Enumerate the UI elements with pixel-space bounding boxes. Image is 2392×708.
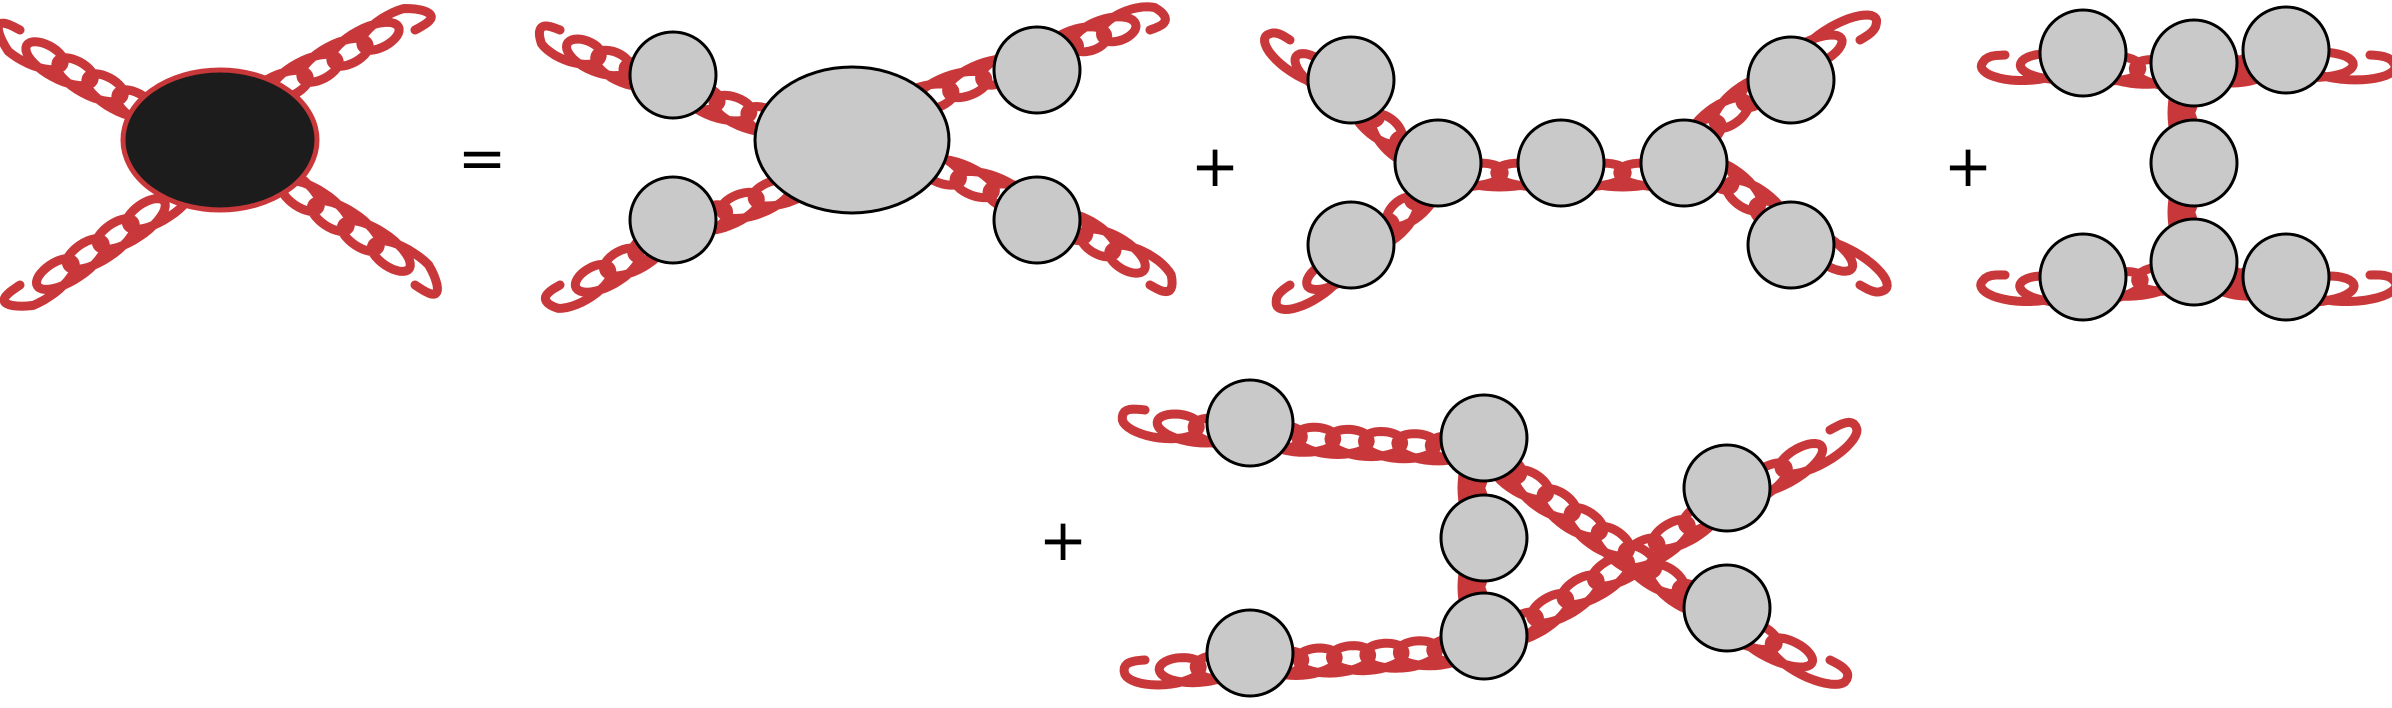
t1-propagator-br (992, 175, 1082, 265)
gluon-lines (0, 2, 2392, 690)
t4-propagator-tr (1682, 443, 1772, 533)
lhs-gluon-bottom-right (244, 159, 442, 299)
t3-vertex-top (2149, 18, 2239, 108)
t1-propagator-tl (628, 30, 718, 120)
t1-gluon-ext-bl (540, 208, 700, 313)
equals-sign: = (458, 124, 507, 192)
t4-gluon-cross-a (1460, 423, 1747, 628)
t1-propagator-tr (992, 25, 1082, 115)
t2-gluon-c (1656, 51, 1809, 177)
t3-propagator-tl (2038, 8, 2128, 98)
t1-gluon-int-tr (877, 41, 1060, 130)
t2-propagator-tl (1306, 35, 1396, 125)
t1-gluon-int-bl (651, 160, 828, 248)
plus-sign-3: + (1039, 506, 1088, 574)
t2-vertex-left (1393, 118, 1483, 208)
t1-gluon-int-br (882, 141, 1065, 230)
t1-gluon-int-tl (646, 66, 822, 148)
t2-gluon-d (1666, 134, 1819, 259)
t4-vertex-top (1439, 393, 1529, 483)
plus-sign-1: + (1191, 132, 1240, 200)
full-vertex-blob (120, 67, 320, 213)
t4-propagator-br (1682, 563, 1772, 653)
t2-vertex-right (1639, 118, 1729, 208)
t4-propagator-bl (1205, 608, 1295, 698)
t4-propagator-tl (1205, 378, 1295, 468)
t2-vertex-mid (1516, 118, 1606, 208)
t1-1pi-vertex-blob (753, 65, 951, 215)
vertex-blobs (120, 5, 2331, 698)
t2-propagator-br (1746, 200, 1836, 290)
t1-gluon-ext-br (1017, 192, 1177, 297)
lhs-gluon-top-left (0, 18, 191, 136)
t4-propagator-mid (1439, 493, 1529, 583)
t3-propagator-br (2241, 232, 2331, 322)
t3-vertex-bottom (2149, 217, 2239, 307)
lhs-gluon-top-right (238, 4, 436, 122)
t1-gluon-ext-tr (1012, 2, 1170, 78)
t3-propagator-tr (2241, 5, 2331, 95)
t2-gluon-a (1324, 66, 1453, 190)
t1-gluon-ext-tl (534, 21, 693, 103)
t3-propagator-mid (2149, 118, 2239, 208)
t3-propagator-bl (2038, 232, 2128, 322)
plus-sign-2: + (1944, 132, 1993, 200)
lhs-gluon-bottom-left (0, 171, 197, 311)
t1-propagator-bl (628, 175, 718, 265)
t4-vertex-bottom (1439, 591, 1529, 681)
t2-propagator-tr (1746, 35, 1836, 125)
t2-propagator-bl (1306, 200, 1396, 290)
t2-gluon-b (1336, 149, 1465, 272)
